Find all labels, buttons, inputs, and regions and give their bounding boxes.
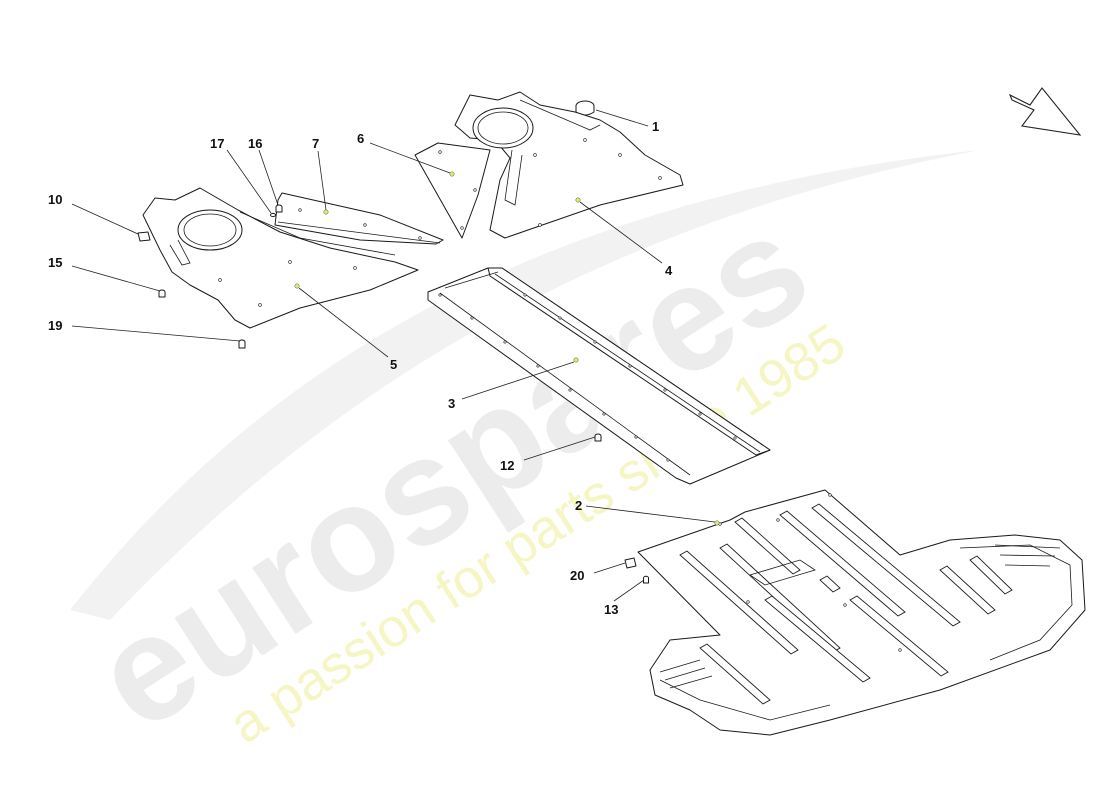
ref-dot-4 — [575, 197, 581, 203]
callout-1: 1 — [652, 119, 659, 134]
part-5-left-panel — [142, 187, 419, 329]
leader-lines — [71, 109, 716, 602]
callouts: 1 2 3 4 5 6 7 10 12 13 15 16 17 19 20 — [48, 119, 673, 617]
callout-4: 4 — [665, 263, 673, 278]
part-10-clip — [137, 231, 151, 242]
ref-dot-2 — [714, 520, 720, 526]
callout-13: 13 — [604, 602, 618, 617]
reference-dots — [294, 171, 720, 526]
part-13-screw — [643, 575, 649, 584]
callout-2: 2 — [575, 498, 582, 513]
callout-3: 3 — [448, 396, 455, 411]
ref-dot-7 — [323, 209, 329, 215]
callout-7: 7 — [312, 136, 319, 151]
part-6-triangle-panel — [414, 142, 491, 239]
part-20-clip — [624, 557, 637, 569]
part-4-right-panel — [454, 91, 684, 239]
callout-6: 6 — [357, 131, 364, 146]
callout-15: 15 — [48, 255, 62, 270]
part-2-underbody-tray — [637, 489, 1086, 736]
direction-arrow — [1008, 87, 1082, 136]
callout-12: 12 — [500, 458, 514, 473]
ref-dot-5 — [294, 283, 300, 289]
part-3-center-panel — [427, 267, 771, 485]
part-19-screw — [238, 339, 246, 349]
callout-10: 10 — [48, 192, 62, 207]
part-12-screw — [594, 433, 602, 442]
part-7-strip-panel — [274, 192, 444, 245]
ref-dot-3 — [573, 357, 579, 363]
ref-dot-6 — [449, 171, 455, 177]
callout-19: 19 — [48, 318, 62, 333]
part-16-fastener — [275, 204, 283, 213]
part-17-fastener — [270, 212, 276, 218]
callout-5: 5 — [390, 357, 397, 372]
callout-16: 16 — [248, 136, 262, 151]
part-15-screw — [158, 289, 166, 298]
callout-17: 17 — [210, 136, 224, 151]
callout-20: 20 — [570, 568, 584, 583]
